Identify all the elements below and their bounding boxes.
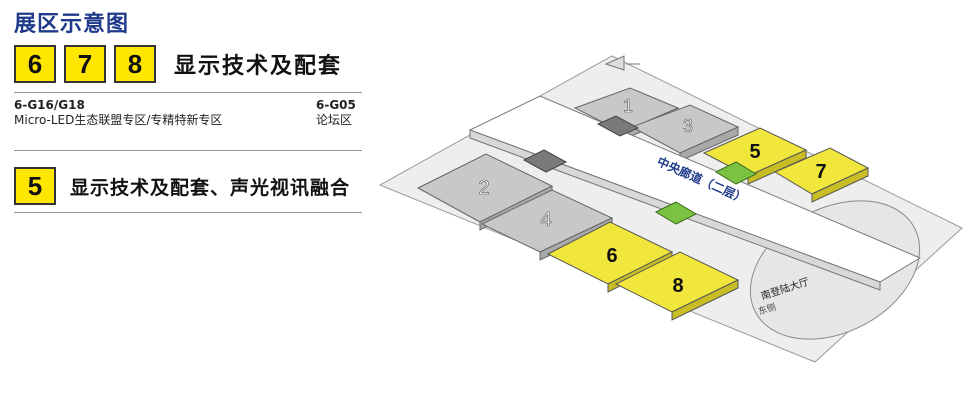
hall-badge-6: 6	[14, 45, 56, 83]
legend-row-halls-678: 6 7 8 显示技术及配套	[14, 42, 342, 86]
connector-grey-2	[522, 149, 568, 173]
connector-green-2	[654, 201, 698, 225]
divider-1	[14, 92, 362, 93]
connector-green-1	[714, 161, 758, 185]
connector-grey-1	[596, 115, 640, 137]
info-left-text: Micro-LED生态联盟专区/专精特新专区	[14, 113, 223, 127]
hall-label-7: 7	[815, 161, 826, 183]
hall-label-6: 6	[606, 245, 617, 267]
info-right-code: 6-G05	[316, 98, 356, 112]
hall-label-3: 3	[683, 116, 693, 136]
page-title: 展区示意图	[14, 12, 130, 37]
hall-label-1: 1	[623, 96, 633, 116]
info-right: 6-G05 论坛区	[316, 98, 356, 128]
hall-label-5: 5	[749, 141, 760, 163]
legend-row-hall-5: 5 显示技术及配套、声光视讯融合	[14, 166, 350, 206]
info-left: 6-G16/G18 Micro-LED生态联盟专区/专精特新专区	[14, 98, 222, 128]
legend-row1-label: 显示技术及配套	[174, 54, 343, 79]
hall-badge-7: 7	[64, 45, 106, 83]
hall-label-4: 4	[540, 209, 551, 231]
hall-3	[630, 104, 740, 162]
hall-label-2: 2	[478, 177, 489, 199]
info-left-code: 6-G16/G18	[14, 98, 85, 112]
divider-3	[14, 212, 362, 213]
info-right-text: 论坛区	[316, 113, 353, 127]
legend-row2-label: 显示技术及配套、声光视讯融合	[70, 176, 351, 199]
north-arrow-icon	[604, 55, 640, 71]
hall-label-8: 8	[672, 275, 683, 297]
hall-badge-8: 8	[114, 45, 156, 83]
divider-2	[14, 150, 362, 151]
hall-badge-5: 5	[14, 167, 56, 205]
hall-7	[773, 147, 870, 203]
hall-8	[614, 251, 740, 321]
